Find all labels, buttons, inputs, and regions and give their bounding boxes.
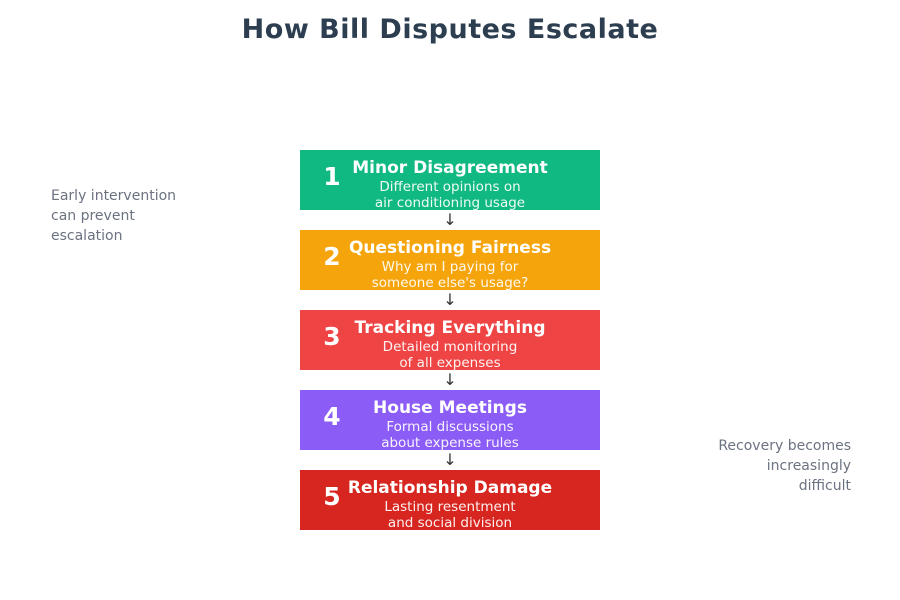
step-number: 5 bbox=[323, 482, 341, 511]
step-box-2: 2 Questioning Fairness Why am I paying f… bbox=[300, 230, 600, 290]
step-description-line: and social division bbox=[387, 515, 513, 530]
arrow-down-icon: ↓ bbox=[443, 290, 457, 309]
arrow-down-icon: ↓ bbox=[443, 370, 457, 389]
step-number: 1 bbox=[323, 162, 341, 191]
annotation-right: Recovery becomes increasingly difficult bbox=[718, 436, 851, 496]
annotation-left: Early intervention can prevent escalatio… bbox=[51, 186, 176, 246]
step-number: 4 bbox=[323, 402, 341, 431]
step-title: Questioning Fairness bbox=[348, 238, 552, 258]
step-box-1: 1 Minor Disagreement Different opinions … bbox=[300, 150, 600, 210]
page-title: How Bill Disputes Escalate bbox=[241, 14, 659, 45]
step-description-line: Detailed monitoring bbox=[382, 339, 518, 355]
step-description-line: Lasting resentment bbox=[384, 499, 516, 515]
step-title: Relationship Damage bbox=[347, 478, 553, 498]
step-number: 2 bbox=[323, 242, 341, 271]
annotation-line: increasingly bbox=[766, 458, 851, 474]
annotation-line: escalation bbox=[51, 228, 123, 244]
step-title: Tracking Everything bbox=[354, 318, 546, 338]
step-description-line: about expense rules bbox=[381, 435, 519, 450]
arrow-down-icon: ↓ bbox=[443, 450, 457, 469]
arrow-down-icon: ↓ bbox=[443, 210, 457, 229]
step-description-line: someone else's usage? bbox=[371, 275, 529, 290]
step-description-line: air conditioning usage bbox=[374, 195, 526, 210]
step-box-4: 4 House Meetings Formal discussions abou… bbox=[300, 390, 600, 450]
annotation-line: Recovery becomes bbox=[718, 438, 851, 454]
step-title: Minor Disagreement bbox=[352, 158, 548, 178]
annotation-line: difficult bbox=[798, 478, 851, 494]
step-description-line: of all expenses bbox=[399, 355, 501, 370]
annotation-line: Early intervention bbox=[51, 188, 177, 204]
step-number: 3 bbox=[323, 322, 341, 351]
step-description-line: Formal discussions bbox=[386, 419, 514, 435]
step-title: House Meetings bbox=[373, 398, 527, 418]
step-box-3: 3 Tracking Everything Detailed monitorin… bbox=[300, 310, 600, 370]
annotation-line: can prevent bbox=[51, 208, 135, 224]
step-description-line: Different opinions on bbox=[379, 179, 521, 195]
step-description-line: Why am I paying for bbox=[381, 259, 519, 275]
step-box-5: 5 Relationship Damage Lasting resentment… bbox=[300, 470, 600, 530]
